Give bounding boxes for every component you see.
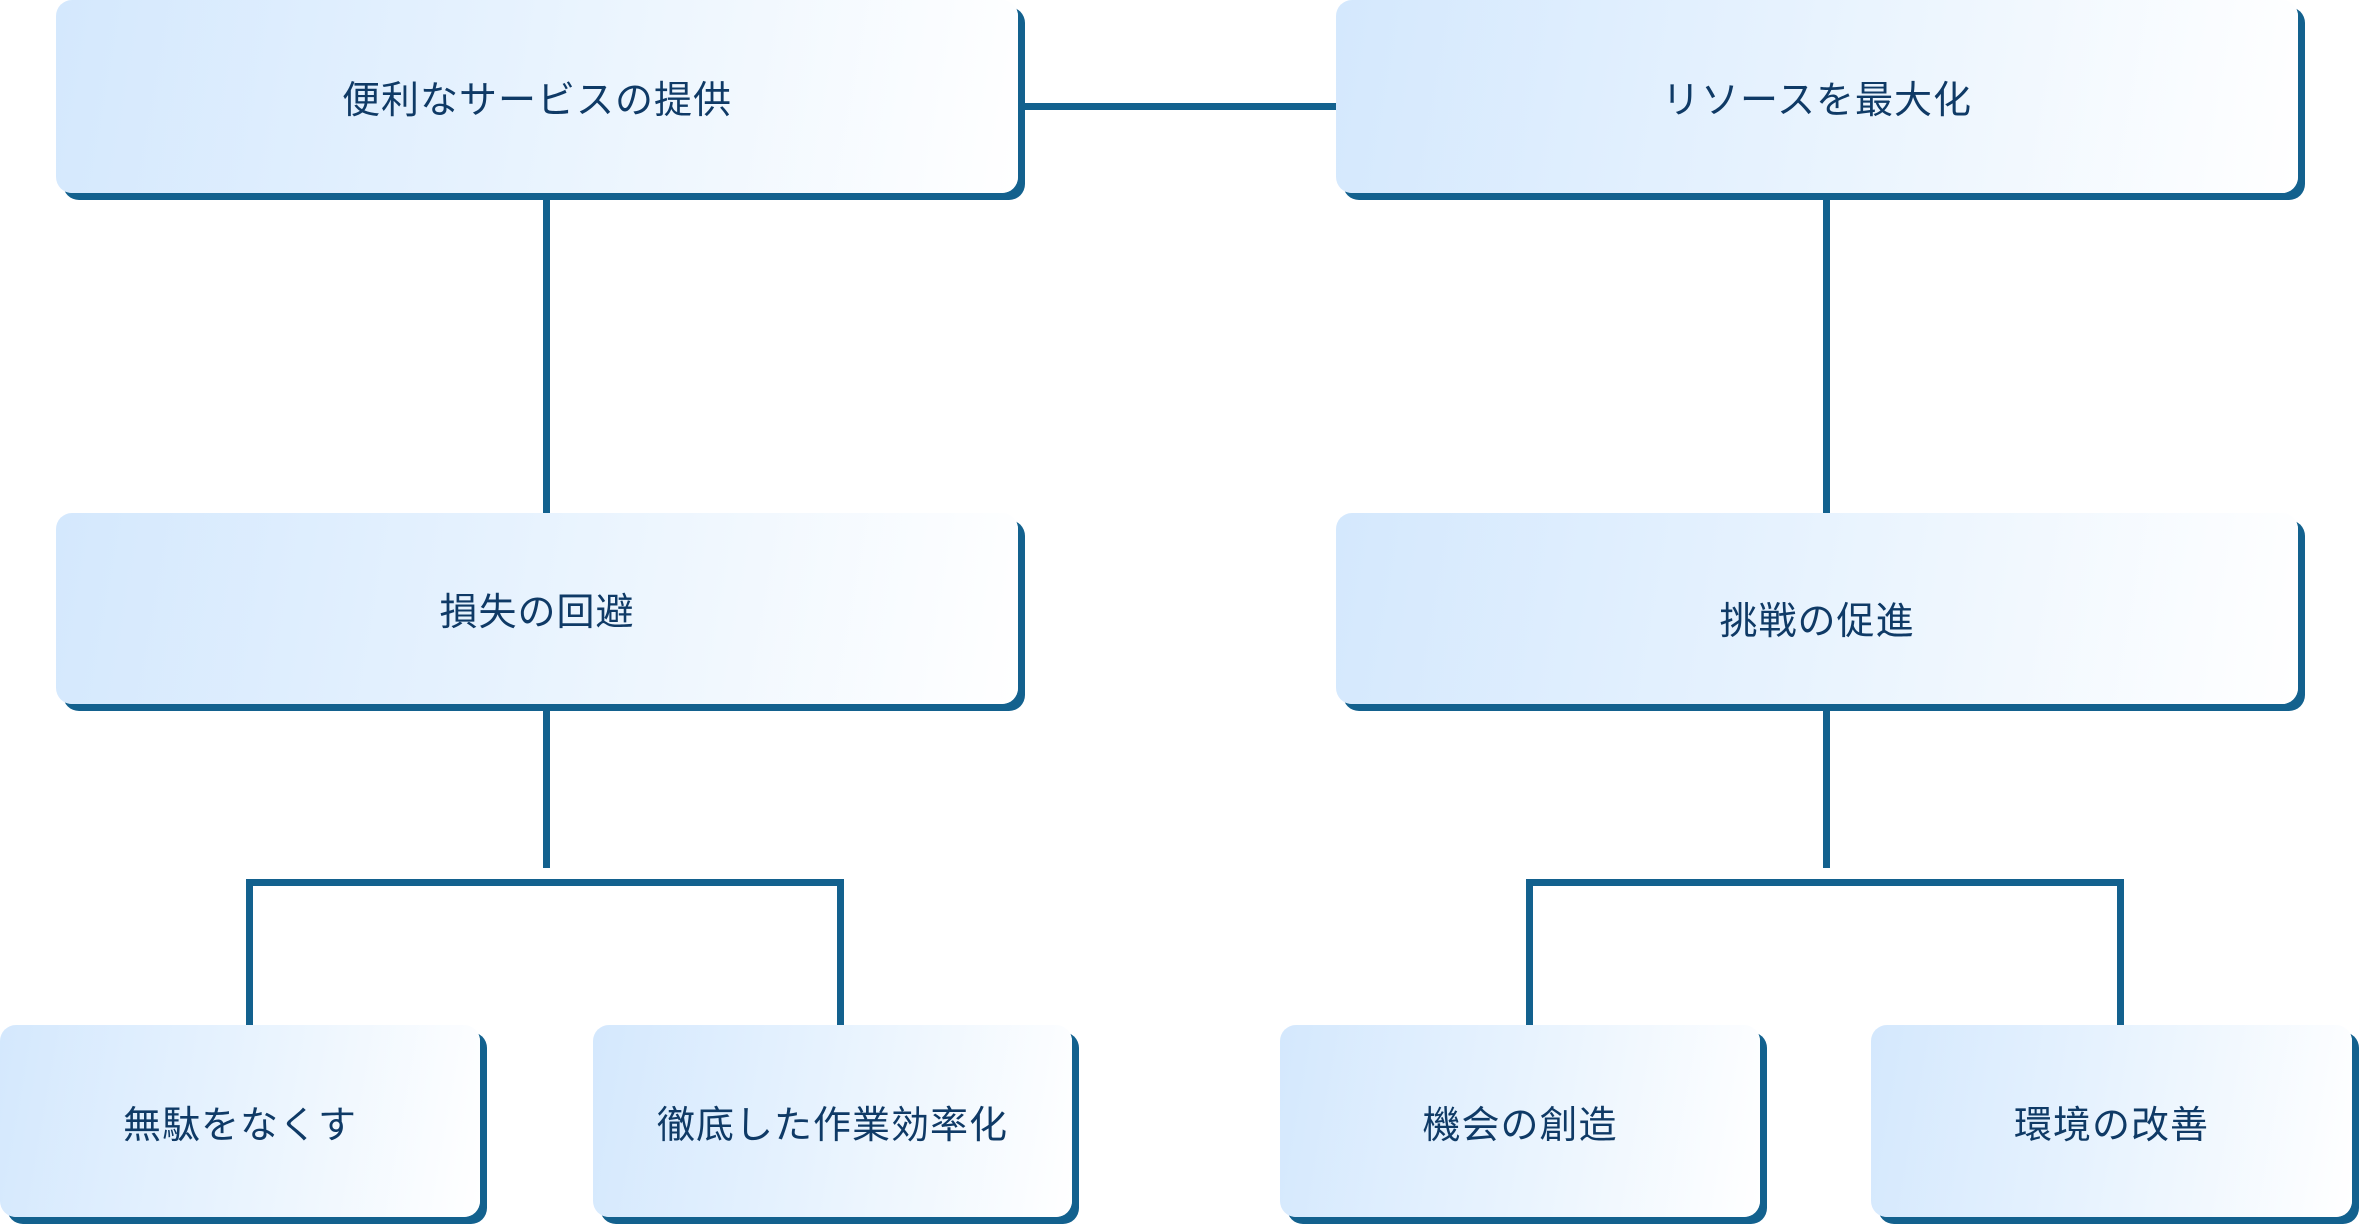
connector-left-top-vertical bbox=[543, 193, 550, 513]
node-loss-avoidance: 損失の回避 bbox=[56, 513, 1018, 704]
node-label: 便利なサービスの提供 bbox=[341, 78, 732, 122]
connector-left-branch-left bbox=[246, 879, 253, 1025]
node-label: 挑戦の促進 bbox=[1719, 599, 1915, 643]
connector-left-mid-vertical bbox=[543, 704, 550, 868]
node-label: 機会の創造 bbox=[1422, 1102, 1618, 1147]
connector-left-branch-right bbox=[837, 879, 844, 1025]
node-label: 環境の改善 bbox=[2013, 1102, 2209, 1147]
node-thorough-efficiency: 徹底した作業効率化 bbox=[593, 1025, 1072, 1217]
node-create-opportunity: 機会の創造 bbox=[1280, 1025, 1760, 1217]
connector-right-mid-vertical bbox=[1823, 704, 1830, 868]
node-improve-environment: 環境の改善 bbox=[1871, 1025, 2352, 1217]
node-eliminate-waste: 無駄をなくす bbox=[0, 1025, 480, 1217]
node-label: 無駄をなくす bbox=[122, 1102, 357, 1147]
connector-right-branch-right bbox=[2117, 879, 2124, 1025]
connector-left-branch-horizontal bbox=[246, 879, 844, 886]
node-promote-challenge: 挑戦の促進 bbox=[1336, 513, 2298, 704]
node-label: 損失の回避 bbox=[439, 590, 635, 634]
node-label: リソースを最大化 bbox=[1661, 78, 1973, 122]
connector-right-top-vertical bbox=[1823, 193, 1830, 513]
connector-right-branch-left bbox=[1526, 879, 1533, 1025]
connector-top-horizontal bbox=[1018, 103, 1336, 110]
connector-right-branch-horizontal bbox=[1526, 879, 2124, 886]
node-maximize-resources: リソースを最大化 bbox=[1336, 0, 2298, 193]
node-label: 徹底した作業効率化 bbox=[656, 1102, 1008, 1147]
node-convenient-service: 便利なサービスの提供 bbox=[56, 0, 1018, 193]
